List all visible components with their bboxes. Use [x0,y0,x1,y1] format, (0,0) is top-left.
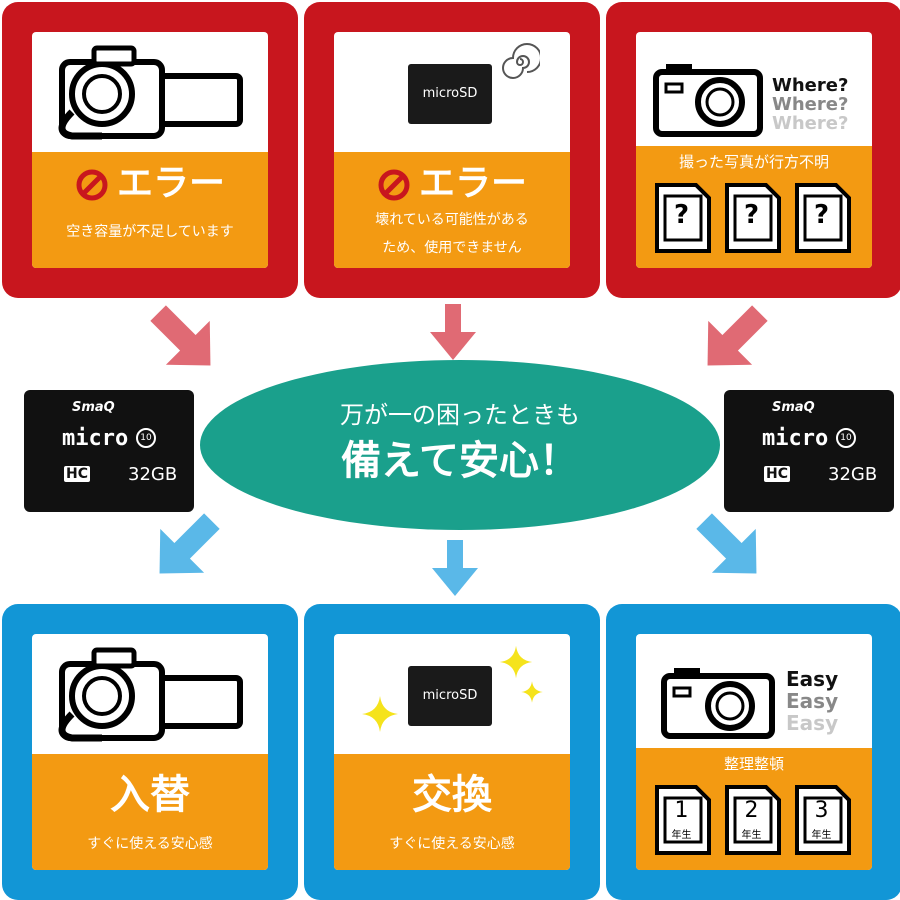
arrow-down-icon [430,304,476,360]
year-photo-3: 3 年生 [794,784,852,856]
error-panel-microsd: microSD エラー 壊れている可能性がある ため、使用できません [304,2,600,298]
panel-card: Where? Where? Where? 撮った写真が行方不明 ? ? ? [636,32,872,268]
sd-card-right: SmaQ micro 10 HC 32GB [724,390,894,512]
solution-title: 交換 [412,772,492,818]
illustration-area: microSD [334,32,570,148]
organize-heading: 整理整頓 [723,755,784,773]
missing-box: 撮った写真が行方不明 ? ? ? [636,146,872,268]
error-title: エラー [32,164,268,204]
camcorder-icon [58,45,243,140]
solution-panel-organize: Easy Easy Easy 整理整頓 1 年生 2 年生 3 年生 [606,604,900,900]
sd-micro-label: micro [762,426,829,451]
solution-box: 入替 すぐに使える安心感 [32,754,268,870]
microsd-chip: microSD [408,64,492,124]
sd-speed-class: 10 [836,428,856,448]
sd-card-left: SmaQ micro 10 HC 32GB [24,390,194,512]
sd-brand: SmaQ [772,400,815,415]
where-text-2: Where? [772,94,849,115]
error-panel-missing-photos: Where? Where? Where? 撮った写真が行方不明 ? ? ? [606,2,900,298]
question-photo-2: ? [724,182,782,254]
illustration-area [32,32,268,148]
error-title: エラー [334,164,570,204]
where-text-3: Where? [772,113,849,134]
illustration-area: microSD [334,634,570,750]
missing-heading: 撮った写真が行方不明 [678,153,829,171]
illustration-area: Easy Easy Easy [636,634,872,750]
camera-icon [661,668,775,739]
illustration-area: Where? Where? Where? [636,32,872,148]
sd-hc-label: HC [764,466,790,482]
arrow-down-icon [150,305,211,366]
solution-subtitle: すぐに使える安心感 [87,836,213,852]
sd-speed-class: 10 [136,428,156,448]
easy-text-2: Easy [786,689,839,713]
sparkle-icon [362,696,398,732]
error-box: エラー 壊れている可能性がある ため、使用できません [334,152,570,268]
arrow-down-icon [707,305,768,366]
solution-box: 交換 すぐに使える安心感 [334,754,570,870]
arrow-down-icon [432,540,478,596]
solution-panel-exchange: microSD 交換 すぐに使える安心感 [304,604,600,900]
easy-text-3: Easy [786,711,839,735]
sd-brand: SmaQ [72,400,115,415]
where-text-1: Where? [772,75,849,96]
sd-capacity: 32GB [828,464,878,485]
error-subtitle-line1: 壊れている可能性がある [375,212,529,228]
spiral-icon [502,43,540,79]
camera-icon [653,64,763,137]
error-subtitle: 空き容量が不足しています [66,224,234,240]
panel-card: Easy Easy Easy 整理整頓 1 年生 2 年生 3 年生 [636,634,872,870]
sd-micro-label: micro [62,426,129,451]
sd-capacity: 32GB [128,464,178,485]
ban-icon [76,169,108,201]
solution-panel-replace: 入替 すぐに使える安心感 [2,604,298,900]
organize-box: 整理整頓 1 年生 2 年生 3 年生 [636,748,872,870]
center-line-2: 備えて安心！ [341,438,579,484]
camcorder-icon [58,647,243,742]
error-box: エラー 空き容量が不足しています [32,152,268,268]
question-photo-3: ? [794,182,852,254]
center-message: 万が一の困ったときも 備えて安心！ [200,360,720,530]
panel-card: 入替 すぐに使える安心感 [32,634,268,870]
arrow-down-icon [159,513,220,574]
error-subtitle-line2: ため、使用できません [382,240,522,256]
microsd-chip: microSD [408,666,492,726]
year-photo-2: 2 年生 [724,784,782,856]
sparkle-icon [499,645,533,679]
sd-hc-label: HC [64,466,90,482]
easy-text-1: Easy [786,667,839,691]
error-panel-camcorder: エラー 空き容量が不足しています [2,2,298,298]
solution-title: 入替 [110,772,190,818]
center-line-1: 万が一の困ったときも [340,401,580,429]
illustration-area [32,634,268,750]
sparkle-icon [521,681,543,703]
question-photo-1: ? [654,182,712,254]
arrow-down-icon [696,513,757,574]
panel-card: エラー 空き容量が不足しています [32,32,268,268]
ban-icon [378,169,410,201]
year-photo-1: 1 年生 [654,784,712,856]
panel-card: microSD 交換 すぐに使える安心感 [334,634,570,870]
solution-subtitle: すぐに使える安心感 [389,836,515,852]
panel-card: microSD エラー 壊れている可能性がある ため、使用できません [334,32,570,268]
